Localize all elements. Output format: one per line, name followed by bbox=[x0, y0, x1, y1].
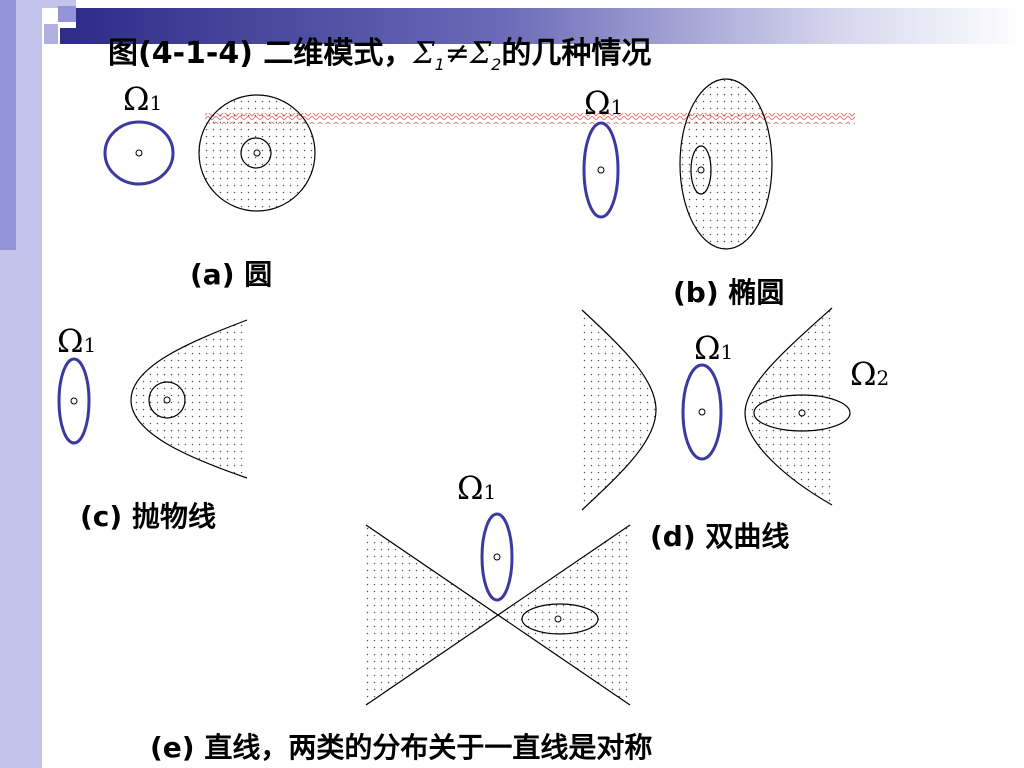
class1-region bbox=[582, 121, 620, 219]
panel-b: Ω1 (b) 椭圆 bbox=[582, 78, 784, 309]
title-prefix: 图(4-1-4) 二维模式， bbox=[108, 36, 414, 71]
omega-symbol: Ω bbox=[694, 329, 721, 367]
omega-sub: 1 bbox=[150, 91, 163, 115]
top-accent-bar bbox=[76, 8, 1024, 44]
omega-symbol: Ω bbox=[584, 84, 611, 122]
panel-d-caption: (d) 双曲线 bbox=[650, 520, 789, 553]
title-suffix: 的几种情况 bbox=[501, 36, 652, 71]
class1-mean bbox=[70, 397, 78, 405]
parabola-boundary bbox=[130, 319, 248, 479]
omega-sub: 1 bbox=[721, 340, 734, 364]
omega-symbol: Ω bbox=[57, 322, 84, 360]
class1-region bbox=[103, 120, 175, 186]
omega-sub: 1 bbox=[84, 333, 97, 357]
hyperbola-branch-left bbox=[581, 309, 657, 511]
omega-sub: 2 bbox=[877, 366, 890, 390]
class2-region bbox=[131, 320, 247, 478]
omega-1-label: Ω1 bbox=[457, 469, 496, 507]
class2-mean bbox=[798, 409, 806, 417]
class2-core bbox=[753, 394, 851, 432]
class2-mean bbox=[554, 615, 562, 623]
corner-square bbox=[42, 0, 76, 8]
class2-core bbox=[148, 381, 186, 419]
class1-region bbox=[480, 512, 514, 602]
omega-1-label: Ω1 bbox=[57, 322, 96, 360]
class2-region-left bbox=[582, 310, 656, 510]
class2-mean bbox=[253, 149, 261, 157]
corner-square bbox=[58, 6, 76, 22]
omega-1-label: Ω1 bbox=[584, 84, 623, 122]
title-neq: ≠ bbox=[444, 36, 470, 71]
panel-d: Ω1 Ω2 (d) 双曲线 bbox=[581, 307, 889, 553]
panel-a: Ω1 (a) 圆 bbox=[103, 80, 855, 291]
class2-core bbox=[690, 145, 712, 195]
hyperbola-branch-right bbox=[744, 307, 833, 506]
omega-sub: 1 bbox=[484, 480, 497, 504]
class2-region bbox=[679, 78, 773, 250]
panel-a-caption: (a) 圆 bbox=[190, 258, 272, 291]
class2-core bbox=[240, 137, 272, 169]
panel-c: Ω1 (c) 抛物线 bbox=[57, 319, 248, 533]
class1-region bbox=[57, 357, 91, 445]
class1-mean bbox=[597, 166, 605, 174]
class2-mean bbox=[697, 166, 705, 174]
corner-square bbox=[60, 28, 76, 44]
class2-region-left bbox=[366, 525, 497, 705]
class2-mean bbox=[163, 396, 171, 404]
title-sigma-2-sub: 2 bbox=[491, 55, 502, 74]
omega-1-label: Ω1 bbox=[694, 329, 733, 367]
left-accent-bar-dark bbox=[0, 0, 16, 250]
omega-sub: 1 bbox=[611, 95, 624, 119]
class1-mean bbox=[698, 408, 706, 416]
omega-symbol: Ω bbox=[457, 469, 484, 507]
class1-mean bbox=[135, 149, 143, 157]
page-title: 图(4-1-4) 二维模式，Σ1≠Σ2的几种情况 bbox=[108, 28, 651, 74]
omega-symbol: Ω bbox=[123, 80, 150, 118]
class2-region-right bbox=[745, 308, 832, 505]
panel-e-caption: (e) 直线，两类的分布关于一直线是对称 bbox=[150, 731, 652, 764]
omega-2-label: Ω2 bbox=[850, 355, 889, 393]
class2-region-right bbox=[497, 525, 630, 705]
class1-region bbox=[681, 363, 723, 461]
omega-1-label: Ω1 bbox=[123, 80, 162, 118]
omega-symbol: Ω bbox=[850, 355, 877, 393]
boundary-line bbox=[365, 524, 631, 706]
title-sigma-1: Σ bbox=[413, 36, 435, 71]
title-sigma-1-sub: 1 bbox=[434, 55, 445, 74]
panel-e: Ω1 (e) 直线，两类的分布关于一直线是对称 bbox=[150, 469, 652, 764]
panel-b-caption: (b) 椭圆 bbox=[673, 276, 784, 309]
boundary-wave-band bbox=[205, 113, 855, 124]
class2-core bbox=[521, 603, 599, 635]
panel-c-caption: (c) 抛物线 bbox=[80, 500, 216, 533]
class1-mean bbox=[493, 553, 501, 561]
corner-square bbox=[44, 24, 58, 44]
title-sigma-2: Σ bbox=[469, 36, 492, 71]
